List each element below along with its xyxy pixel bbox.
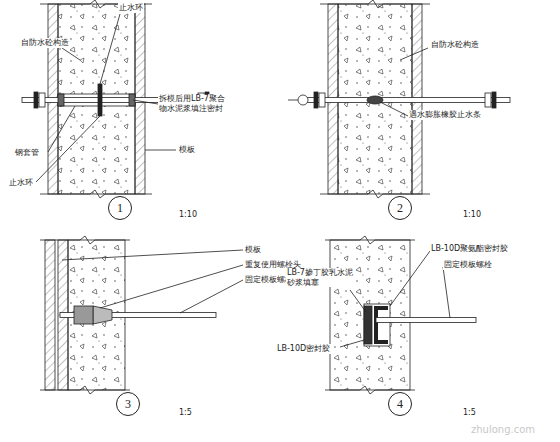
part-label: 模板 [178,145,196,155]
material-label: 自防水砼构造 [20,38,70,48]
part-label: LB-10D聚氨酯密封胶 [430,244,509,254]
detail-number-circle: 2 [388,196,412,220]
material-label: 自防水砼构造 [430,40,480,50]
detail-number: 2 [397,201,403,216]
part-label: LB-10D密封胶 [276,344,331,354]
detail-number: 3 [125,397,131,412]
note-label: 拆模后用LB-7聚合物水泥浆填注密封 [158,94,232,113]
part-label: 遇水膨胀橡胶止水条 [408,110,482,120]
scale-label: 1:10 [178,210,198,220]
part-label: 止水环 [8,178,34,188]
watermark: zhulong.com [470,424,536,436]
part-label: 钢套管 [14,148,40,158]
part-label: 模板 [244,245,262,255]
part-label: 固定模板螺栓 [443,260,493,270]
scale-label: 1:10 [462,210,482,220]
detail-number-circle: 3 [116,392,140,416]
note-label: LB-7掺丁胶乳水泥砂浆填塞 [286,268,354,287]
scale-label: 1:5 [178,408,193,418]
part-label: 止水环 [118,3,144,13]
scale-label: 1:5 [462,408,477,418]
detail-number-circle: 4 [388,392,412,416]
detail-number: 4 [397,397,403,412]
detail-number-circle: 1 [108,196,132,220]
detail-number: 1 [117,201,123,216]
